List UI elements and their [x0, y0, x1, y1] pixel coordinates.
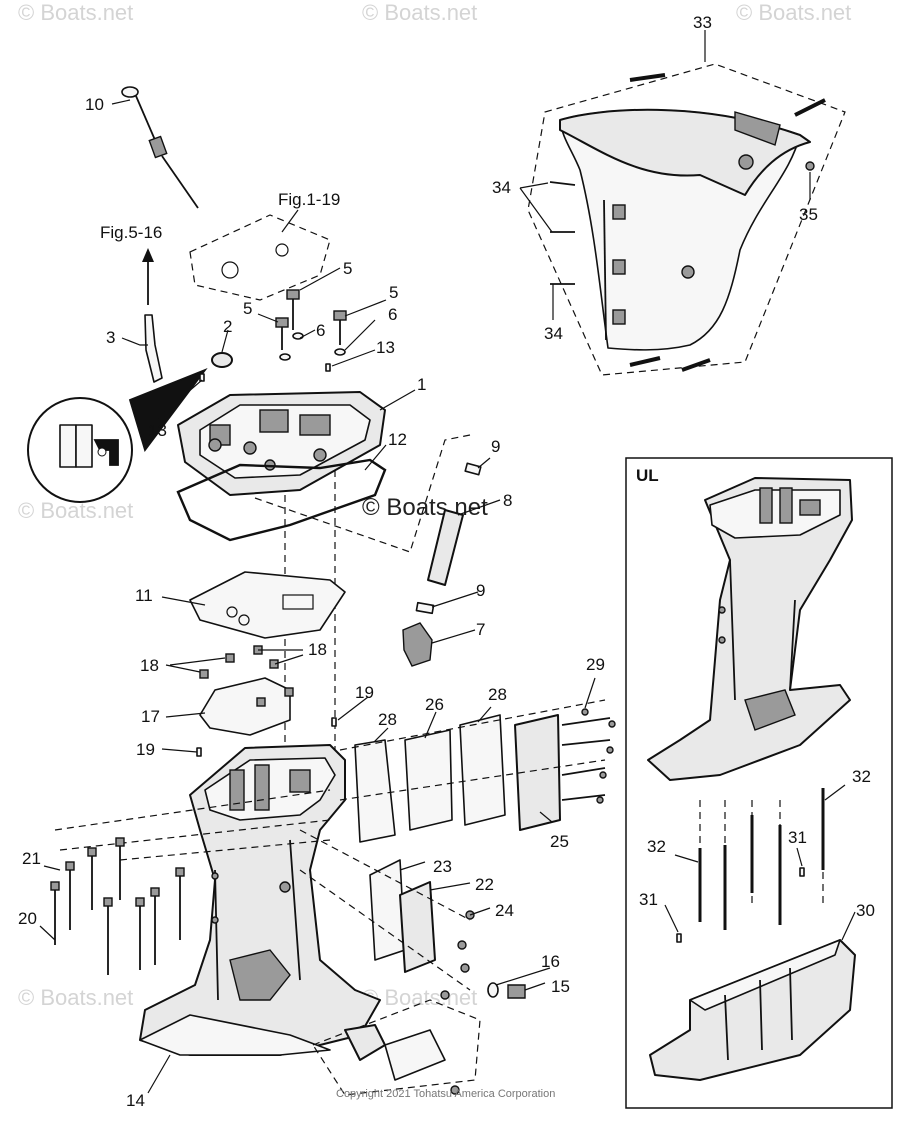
arrow-head-icon: [142, 248, 154, 262]
driveshaft-housing-part: [139, 744, 381, 1056]
gasket-part: [189, 571, 346, 639]
callout-28-a: 28: [378, 710, 397, 729]
callout-29: 29: [586, 655, 605, 674]
callout-11: 11: [135, 586, 153, 605]
callout-9-a: 9: [491, 437, 500, 456]
callout-7: 7: [476, 620, 485, 639]
rubber-seal-part: [176, 458, 387, 542]
side-plates: [299, 829, 475, 1095]
watermark-top-left: © Boats.net: [18, 0, 133, 25]
callout-23: 23: [433, 857, 452, 876]
callout-labels: 10 Fig.1-19 Fig.5-16 5 5 5 2 6 6 3 13 1 …: [18, 13, 875, 1110]
dipstick-part: [121, 86, 199, 209]
exhaust-plates: [339, 699, 616, 843]
callout-2: 2: [223, 317, 232, 336]
reference-fig-5-16: Fig.5-16: [100, 223, 162, 242]
callout-21: 21: [22, 849, 41, 868]
watermark-top-center: © Boats.net: [362, 0, 477, 25]
copyright-notice: Copyright 2021 Tohatsu America Corporati…: [336, 1088, 555, 1100]
callout-19-b: 19: [355, 683, 374, 702]
water-tube-assembly: [402, 462, 482, 667]
callout-33: 33: [693, 13, 712, 32]
callout-34-b: 34: [544, 324, 563, 343]
callout-28-b: 28: [488, 685, 507, 704]
exhaust-bolts: [196, 645, 337, 757]
drain-bolt-part: [507, 984, 526, 999]
detail-magnifier: [27, 367, 208, 503]
reference-gasket-outline: [189, 214, 331, 301]
watermark-top-right: © Boats.net: [736, 0, 851, 25]
callout-19-a: 19: [136, 740, 155, 759]
callout-30: 30: [856, 901, 875, 920]
callout-9-b: 9: [476, 581, 485, 600]
callout-3: 3: [106, 328, 115, 347]
callout-18-a: 18: [140, 656, 159, 675]
watermark-center-dark: © Boats.net: [362, 494, 488, 521]
callout-8: 8: [503, 491, 512, 510]
callout-25: 25: [550, 832, 569, 851]
watermark-bottom-left: © Boats.net: [18, 985, 133, 1010]
callout-31-a: 31: [639, 890, 658, 909]
callout-35: 35: [799, 205, 818, 224]
callout-5-a: 5: [343, 259, 352, 278]
inset-title: UL: [636, 466, 659, 485]
callout-24: 24: [495, 901, 514, 920]
callout-5-c: 5: [389, 283, 398, 302]
ul-inset-panel: UL: [625, 457, 893, 1109]
callout-1: 1: [417, 375, 426, 394]
reference-fig-1-19: Fig.1-19: [278, 190, 340, 209]
callout-18-b: 18: [308, 640, 327, 659]
oil-seal-part: [211, 352, 233, 368]
long-bolts: [50, 789, 331, 975]
callout-13-b: 13: [148, 421, 167, 440]
callout-14: 14: [126, 1091, 145, 1110]
callout-17: 17: [141, 707, 160, 726]
callout-5-b: 5: [243, 299, 252, 318]
callout-15: 15: [551, 977, 570, 996]
exhaust-gasket-part: [199, 677, 291, 736]
lower-cowling-assembly: [527, 63, 846, 376]
callout-6-a: 6: [316, 321, 325, 340]
watermark-bottom-center: © Boats.net: [362, 985, 477, 1010]
callout-32-a: 32: [647, 837, 666, 856]
water-inlet-parts: [312, 999, 481, 1096]
upper-bolts: [199, 289, 347, 382]
callout-10: 10: [85, 95, 104, 114]
water-hose-part: [144, 314, 163, 383]
callout-13-a: 13: [376, 338, 395, 357]
callout-20: 20: [18, 909, 37, 928]
washer-part: [487, 982, 499, 998]
callout-32-b: 32: [852, 767, 871, 786]
leader-lines: [39, 30, 856, 1094]
callout-22: 22: [475, 875, 494, 894]
callout-26: 26: [425, 695, 444, 714]
callout-34-a: 34: [492, 178, 511, 197]
callout-31-b: 31: [788, 828, 807, 847]
callout-6-b: 6: [388, 305, 397, 324]
callout-16: 16: [541, 952, 560, 971]
callout-12: 12: [388, 430, 407, 449]
guide-lines: [254, 434, 471, 790]
